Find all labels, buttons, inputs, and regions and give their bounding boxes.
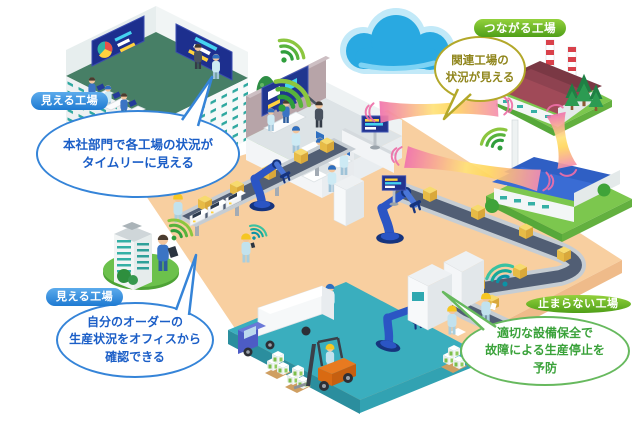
inspection-machines [407,251,484,336]
cloud-icon [340,8,455,74]
signal-beam [546,103,578,177]
bubble-line: 関連工場の [451,53,509,68]
badge-tomaranai: 止まらない工場 [526,295,631,313]
bubble-line: 適切な設備保全で [496,325,593,340]
phone-worker [241,233,256,263]
bubble-line: 故障による生産停止を [485,343,605,358]
machine-cabinets-left [333,175,364,227]
bubble-line: 予防 [532,360,557,375]
wifi-signal-icon [268,33,310,73]
bubble-line: タイムリーに見える [82,155,194,170]
bubble-tail-tomaranai [441,290,497,331]
bubble-line: 状況が見える [445,70,515,84]
bubble-line: 生産状況をオフィスから [69,332,201,347]
assembly-stations [291,125,397,205]
wifi-signal-icon [476,123,516,159]
bubble-tail-tsunagaru [442,88,472,121]
businessman-tablet [157,234,179,271]
badge-mieru-office: 見える工場 [46,288,124,306]
chimney-striped [545,39,577,81]
bubble-line: 本社部門で各工場の状況が [62,136,213,152]
delivery-truck [238,285,334,357]
badge-tsunagaru: つながる工場 [474,19,566,37]
signal-beam [364,94,514,123]
signal-beam [390,146,555,192]
bubble-line: 確認できる [105,349,165,364]
speech-bubble-tsunagaru: 関連工場の 状況が見える [434,36,526,102]
speech-bubble-hq: 本社部門で各工場の状況が タイムリーに見える [36,110,240,198]
speech-bubble-office: 自分のオーダーの 生産状況をオフィスから 確認できる [56,302,214,378]
forklift [293,336,356,391]
control-consoles [189,189,246,227]
maintenance-worker-standing [481,292,497,323]
badge-mieru-hq: 見える工場 [31,92,109,110]
bubble-line: 自分のオーダーの [86,314,183,329]
bubble-tail-hq [180,75,214,127]
speech-bubble-tomaranai: 適切な設備保全で 故障による生産停止を 予防 [460,316,630,386]
bubble-tail-office [174,253,198,316]
